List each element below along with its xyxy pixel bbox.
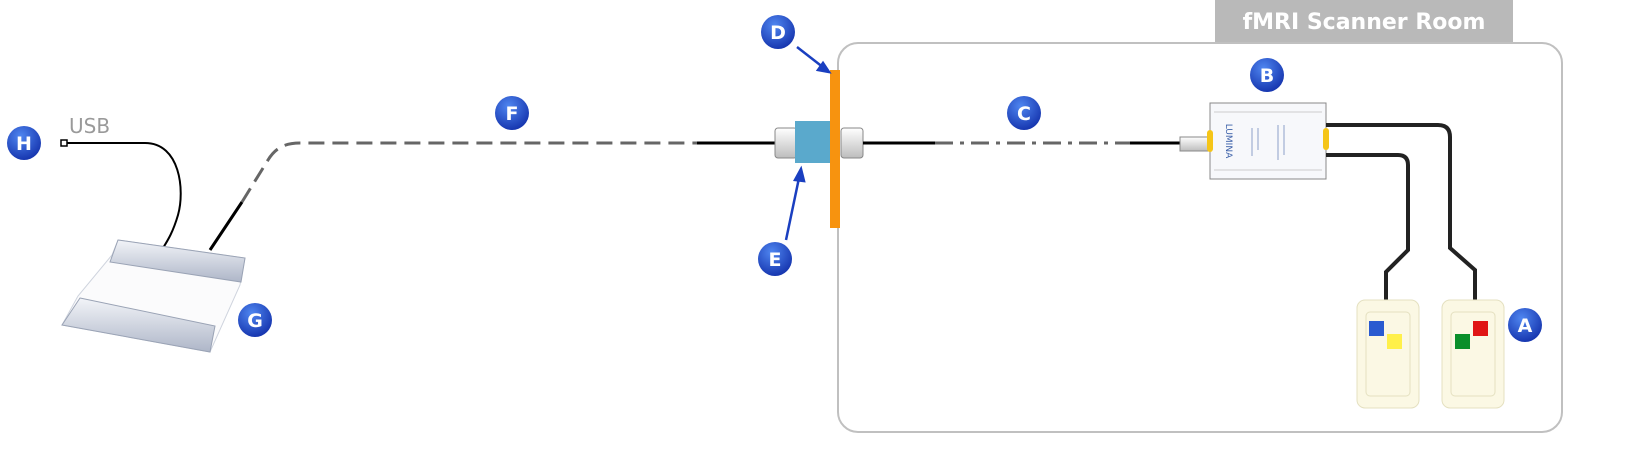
badge-d: D [761,15,795,49]
usb-cable: USB [60,114,182,249]
svg-text:B: B [1260,65,1274,87]
lumina-controller: LUMINA [1207,102,1329,180]
arrow-e-head [793,165,806,183]
penetration-panel [830,70,840,228]
blue-button[interactable] [1369,321,1384,336]
red-button[interactable] [1473,321,1488,336]
svg-text:F: F [506,103,519,125]
room-title: fMRI Scanner Room [1243,10,1486,35]
svg-text:H: H [16,133,32,155]
yellow-button[interactable] [1387,334,1402,349]
svg-text:G: G [247,310,263,332]
fiber-optic-cable-outside [208,141,775,251]
svg-text:C: C [1017,103,1031,125]
waveguide-connector [774,121,864,163]
cable-to-pad-left [1326,153,1410,300]
badge-h: H [7,126,41,160]
arrow-d [796,46,825,69]
badge-e: E [758,242,792,276]
fiber-optic-cable-inside [863,136,1213,152]
badge-c: C [1007,96,1041,130]
green-button[interactable] [1455,334,1470,349]
room-title-tab [1215,0,1513,42]
badge-b: B [1250,58,1284,92]
badge-f: F [495,96,529,130]
usb-label: USB [69,114,110,138]
arrow-d-head [815,60,832,74]
response-pad-right[interactable] [1441,299,1505,409]
usb-plug-icon [60,139,68,147]
device-logo: LUMINA [1223,124,1233,159]
interface-unit-g [61,239,246,353]
badge-a: A [1508,308,1542,342]
badge-g: G [238,303,272,337]
svg-text:E: E [769,249,782,271]
arrow-e [784,177,801,241]
response-pad-left[interactable] [1356,299,1420,409]
scanner-room: fMRI Scanner Room [837,0,1563,433]
cable-to-pad-right [1326,123,1477,300]
svg-text:A: A [1518,315,1533,337]
svg-text:D: D [770,22,786,44]
